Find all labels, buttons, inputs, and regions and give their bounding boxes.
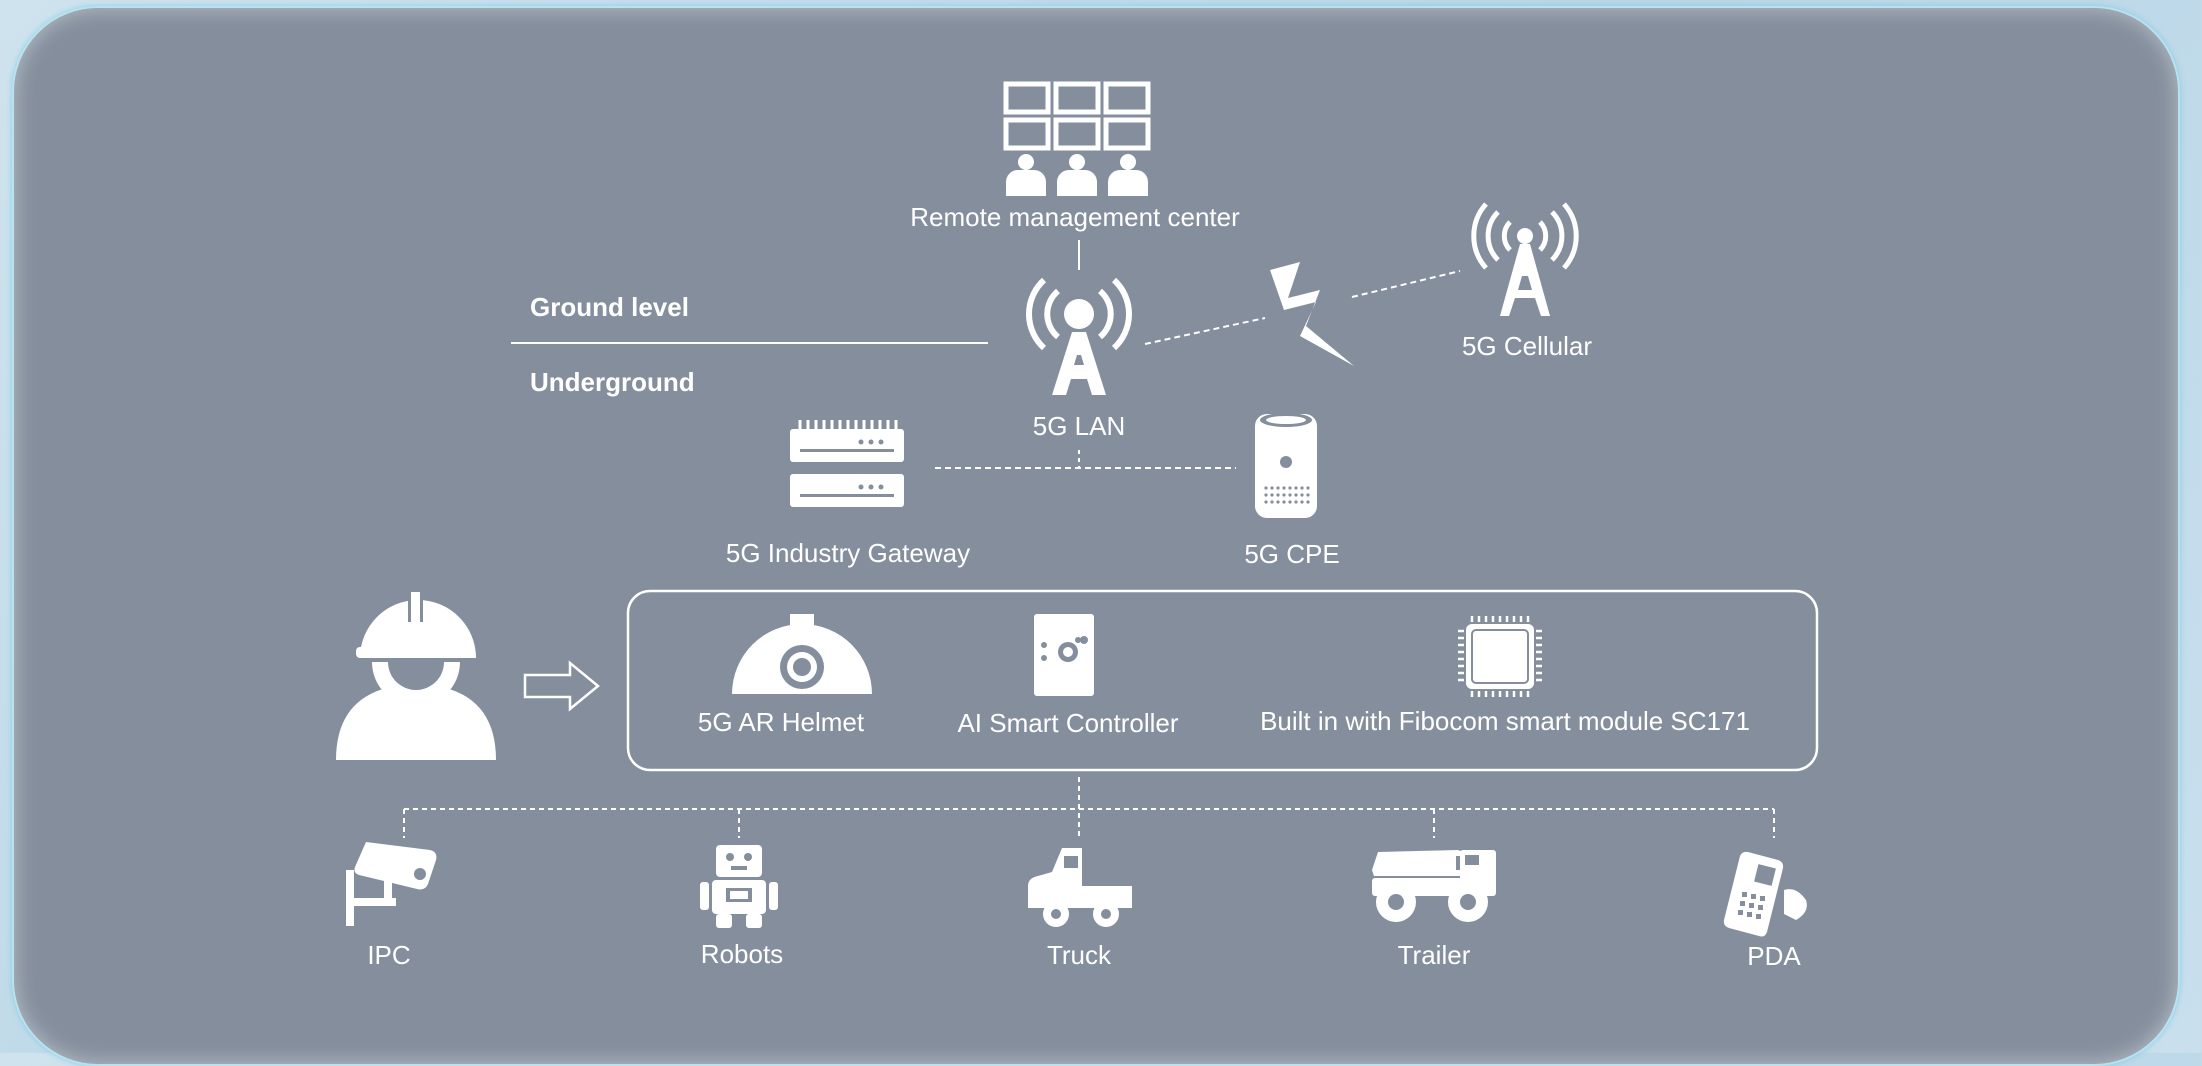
trailer-icon [1372, 850, 1496, 922]
ipc-label: IPC [367, 940, 411, 970]
ar-helmet-icon [732, 614, 872, 694]
ground-level-label: Ground level [530, 292, 689, 322]
cellular-label: 5G Cellular [1461, 331, 1593, 361]
truck-icon [1028, 848, 1132, 927]
right-arrow-icon [523, 660, 600, 712]
worker-icon [336, 592, 496, 760]
robots-label: Robots [700, 939, 784, 969]
pda-icon [1723, 851, 1807, 937]
operators-icon [1006, 154, 1148, 196]
gateway-icon [790, 420, 904, 507]
monitor-wall-icon [1003, 81, 1151, 151]
smart-controller-icon [1034, 614, 1094, 696]
cellular-tower-icon [1471, 202, 1579, 316]
ar-helmet-label: 5G AR Helmet [697, 707, 865, 737]
robot-icon [700, 845, 778, 928]
cpe-icon [1255, 413, 1317, 518]
remote-center-label: Remote management center [910, 202, 1240, 232]
cpe-label: 5G CPE [1244, 539, 1340, 569]
chip-module-icon [1458, 616, 1542, 697]
smart-controller-label: AI Smart Controller [957, 708, 1179, 738]
lan-tower-icon [1025, 277, 1133, 395]
truck-label: Truck [1046, 940, 1112, 970]
pda-label: PDA [1747, 941, 1801, 971]
chip-module-label: Built in with Fibocom smart module SC171 [1260, 706, 1750, 736]
device-group-box [626, 589, 1819, 772]
terminal-bus [403, 777, 1775, 838]
gateway-label: 5G Industry Gateway [725, 538, 971, 568]
ipc-camera-icon [346, 842, 437, 926]
underground-label: Underground [530, 367, 695, 397]
wireless-bolt-icon [1270, 262, 1354, 366]
trailer-label: Trailer [1397, 940, 1471, 970]
lan-label: 5G LAN [1032, 411, 1126, 441]
